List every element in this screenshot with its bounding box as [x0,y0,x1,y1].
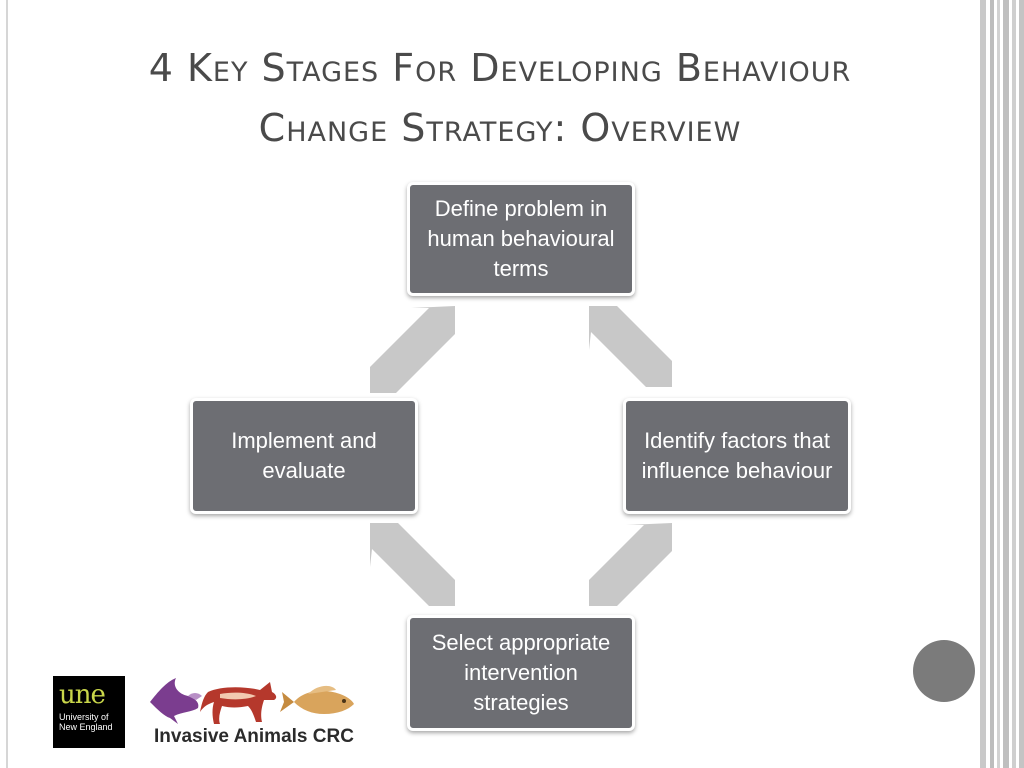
arrow-bottom-right [589,523,672,606]
decor-stripe [997,0,1000,768]
decor-stripe [1012,0,1016,768]
decor-stripe [1019,0,1024,768]
decor-circle [913,640,975,702]
stage-select-strategies: Select appropriate intervention strategi… [407,615,635,731]
slide-title: 4 Key Stages For Developing Behaviour Ch… [70,38,930,158]
left-border-rule [6,0,8,768]
decor-stripe [990,0,994,768]
fox-icon [200,682,277,724]
title-line-1: 4 Key Stages For Developing Behaviour [148,46,852,90]
stage-define-problem: Define problem in human behavioural term… [407,182,635,296]
decor-stripe [1003,0,1009,768]
arrow-top-right [589,306,672,387]
une-logo-mark: une [59,680,106,710]
decor-stripe [980,0,986,768]
bird-icon [150,678,202,724]
title-line-2: Change Strategy: Overview [258,106,742,150]
crc-logo-text: Invasive Animals CRC [154,726,354,747]
une-logo: une University of New England [53,676,125,748]
arrow-bottom-left [370,523,455,606]
stage-implement-evaluate: Implement and evaluate [190,398,418,514]
une-logo-line-2: New England [59,722,113,732]
arrow-top-left [370,306,455,393]
stage-identify-factors: Identify factors that influence behaviou… [623,398,851,514]
invasive-animals-icons [150,678,354,724]
fish-icon [280,685,354,714]
une-logo-line-1: University of [59,712,109,722]
